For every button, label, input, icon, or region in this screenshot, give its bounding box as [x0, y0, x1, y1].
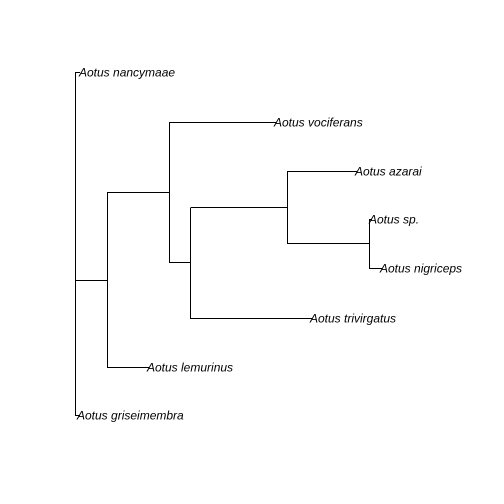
tip-label-vociferans: Aotus vociferans [273, 116, 363, 130]
tip-label-griseimembra: Aotus griseimembra [76, 409, 184, 423]
tip-label-sp: Aotus sp. [368, 213, 419, 227]
tip-label-trivirgatus: Aotus trivirgatus [309, 312, 396, 326]
tree-branches [75, 72, 382, 416]
tip-labels: Aotus nancymaae Aotus vociferans Aotus a… [76, 66, 462, 423]
tip-label-azarai: Aotus azarai [354, 165, 422, 179]
tip-label-lemurinus: Aotus lemurinus [146, 361, 233, 375]
tip-label-nigriceps: Aotus nigriceps [379, 262, 462, 276]
tip-label-nancymaae: Aotus nancymaae [78, 66, 175, 80]
